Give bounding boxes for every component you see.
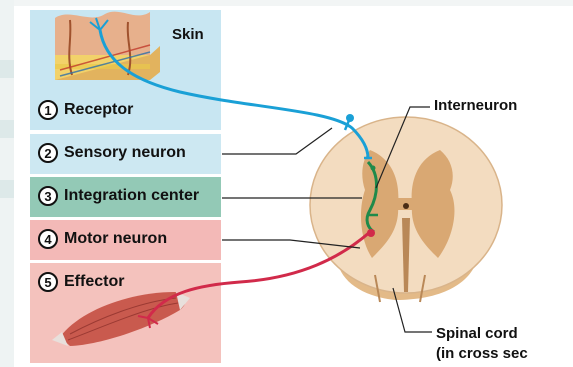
step-text: Effector — [64, 273, 124, 291]
spinal-cord-sublabel: (in cross sec — [436, 345, 528, 362]
sensory-neuron-label: 2 Sensory neuron — [38, 143, 186, 163]
spinal-cord-label: Spinal cord — [436, 325, 518, 342]
step-number: 4 — [38, 229, 58, 249]
receptor-label: 1 Receptor — [38, 100, 133, 120]
step-text: Motor neuron — [64, 230, 167, 248]
step-number: 2 — [38, 143, 58, 163]
spinal-cord-cross-section — [310, 117, 502, 302]
integration-center-label: 3 Integration center — [38, 186, 199, 206]
step-text: Sensory neuron — [64, 144, 186, 162]
motor-neuron-label: 4 Motor neuron — [38, 229, 167, 249]
interneuron-label: Interneuron — [434, 97, 517, 114]
step-number: 3 — [38, 186, 58, 206]
skin-label: Skin — [172, 26, 204, 43]
effector-label: 5 Effector — [38, 272, 124, 292]
step-number: 5 — [38, 272, 58, 292]
step-number: 1 — [38, 100, 58, 120]
step-text: Integration center — [64, 187, 199, 205]
step-text: Receptor — [64, 101, 133, 119]
